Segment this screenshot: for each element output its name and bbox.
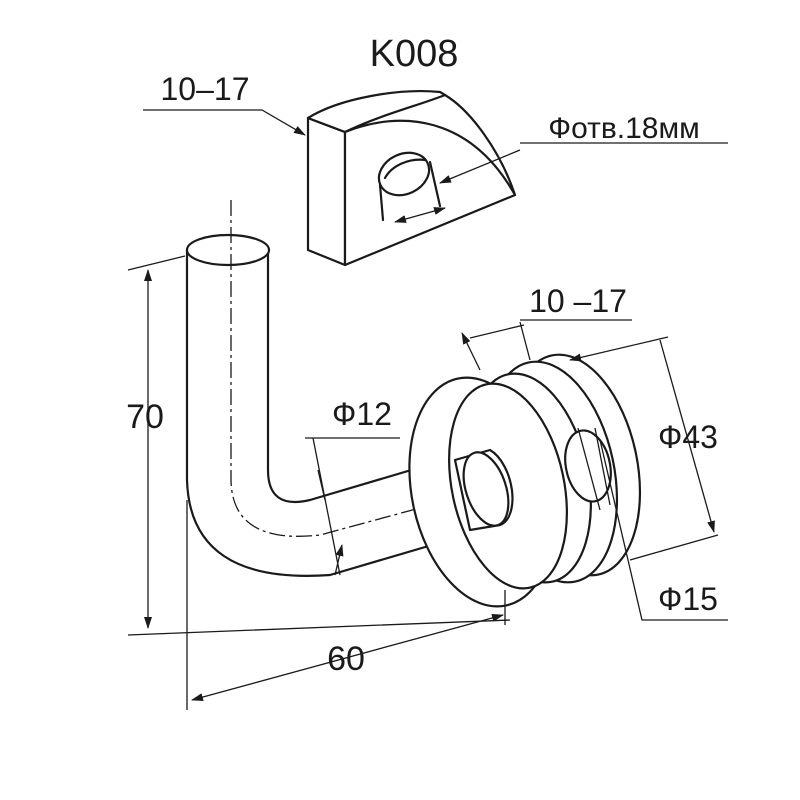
label-length: 60 — [327, 640, 365, 678]
label-height: 70 — [126, 398, 164, 436]
label-neck-diameter: Ф15 — [658, 581, 718, 617]
label-disc-gap: 10 –17 — [529, 283, 627, 319]
label-disc-diameter: Ф43 — [658, 419, 718, 455]
model-title: K008 — [370, 33, 459, 75]
label-rod-diameter: Ф12 — [332, 396, 392, 432]
bracket-block — [306, 90, 517, 267]
dimension-lines — [127, 109, 728, 710]
label-hole: Фотв.18мм — [548, 112, 699, 145]
mount-discs — [408, 353, 642, 608]
label-bracket-thickness: 10–17 — [161, 71, 250, 107]
